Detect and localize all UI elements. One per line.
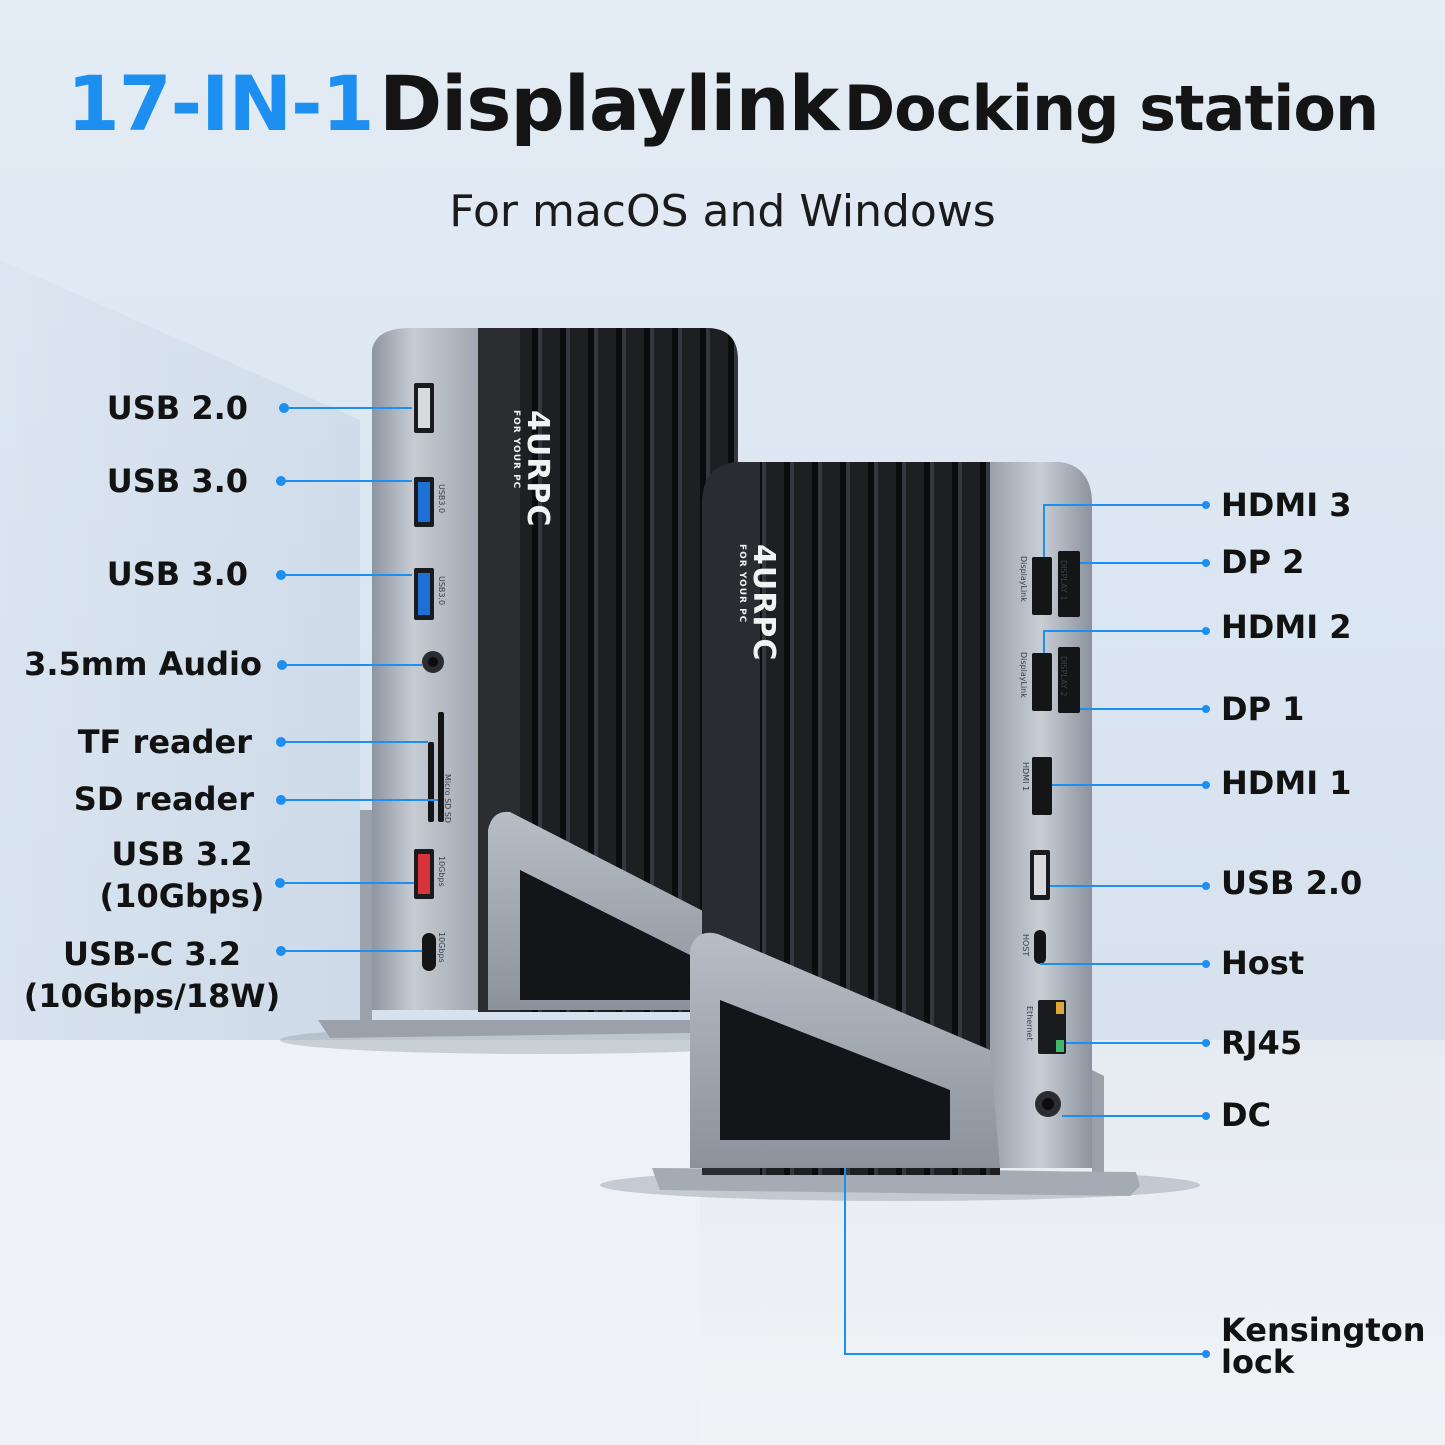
port-marking: 10Gbps bbox=[437, 932, 446, 963]
label-usb-3-2: USB 3.2 (10Gbps) bbox=[82, 833, 282, 917]
label-usb-3-second: USB 3.0 bbox=[106, 555, 248, 593]
port-marking: USB3.0 bbox=[437, 484, 446, 514]
brand-logo-left: 4URPC FOR YOUR PC bbox=[511, 410, 555, 528]
port-marking: 10Gbps bbox=[437, 856, 446, 887]
title-count: 17-IN-1 bbox=[66, 59, 375, 148]
label-hdmi-3: HDMI 3 bbox=[1221, 486, 1352, 524]
brand-tagline: FOR YOUR PC bbox=[737, 544, 747, 624]
brand-logo-text: 4URPC bbox=[520, 410, 555, 528]
label-hdmi-2: HDMI 2 bbox=[1221, 608, 1352, 646]
brand-logo-text: 4URPC bbox=[746, 544, 781, 662]
label-line: (10Gbps/18W) bbox=[23, 977, 281, 1015]
port-marking: HDMI 1 bbox=[1021, 762, 1030, 792]
label-usb-3-first: USB 3.0 bbox=[106, 462, 248, 500]
brand-logo-right: 4URPC FOR YOUR PC bbox=[737, 544, 781, 662]
page-subtitle: For macOS and Windows bbox=[449, 186, 996, 237]
label-line: (10Gbps) bbox=[99, 877, 265, 915]
label-line: Kensington bbox=[1221, 1311, 1426, 1349]
label-dp-2: DP 2 bbox=[1221, 543, 1305, 581]
label-hdmi-1: HDMI 1 bbox=[1221, 764, 1352, 802]
title-product: Displaylink bbox=[379, 59, 839, 148]
label-dp-1: DP 1 bbox=[1221, 690, 1305, 728]
port-marking: DisplayLink bbox=[1019, 556, 1028, 602]
port-marking: HOST bbox=[1021, 934, 1030, 957]
port-marking: Micro SD SD bbox=[443, 774, 452, 824]
label-host: Host bbox=[1221, 944, 1305, 982]
label-line: USB 3.2 bbox=[111, 835, 253, 873]
brand-tagline: FOR YOUR PC bbox=[511, 410, 521, 490]
label-rj45: RJ45 bbox=[1221, 1024, 1303, 1062]
label-dc: DC bbox=[1221, 1096, 1272, 1134]
label-sd-reader: SD reader bbox=[73, 780, 254, 818]
label-line: lock bbox=[1221, 1343, 1295, 1381]
port-marking: DISPLAY 1 bbox=[1059, 560, 1068, 601]
port-marking: DisplayLink bbox=[1019, 652, 1028, 698]
label-audio-jack: 3.5mm Audio bbox=[24, 645, 262, 683]
port-marking: Ethernet bbox=[1025, 1006, 1034, 1041]
label-usb-2-right: USB 2.0 bbox=[1221, 864, 1363, 902]
port-marking: USB3.0 bbox=[437, 576, 446, 606]
label-tf-reader: TF reader bbox=[77, 723, 252, 761]
label-kensington-lock: Kensington lock bbox=[1221, 1314, 1425, 1378]
port-marking: DISPLAY 2 bbox=[1059, 656, 1068, 697]
page-title: 17-IN-1 Displaylink Docking station bbox=[0, 66, 1445, 142]
label-line: USB-C 3.2 bbox=[62, 935, 241, 973]
label-usb-c-3-2: USB-C 3.2 (10Gbps/18W) bbox=[20, 933, 284, 1017]
label-usb-2-left: USB 2.0 bbox=[106, 389, 248, 427]
title-rest: Docking station bbox=[843, 72, 1379, 145]
